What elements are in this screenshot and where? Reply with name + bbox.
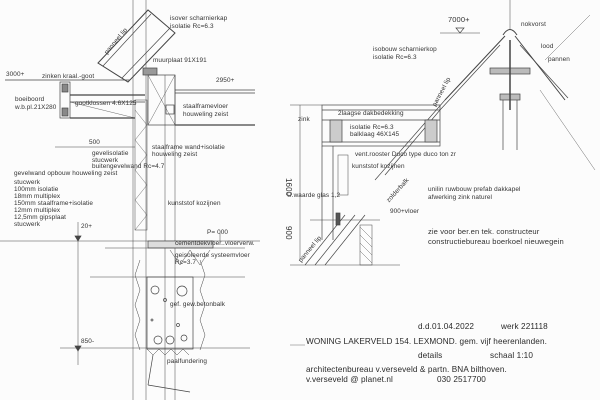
gutter-blocks-label: gootklossen 4.6X125 [75,100,137,107]
wall-layer: 12mm multiplex [14,207,61,214]
screed-label: cementdekvloer..vloerverw. [175,240,255,247]
drawing-scale: schaal 1:10 [490,351,533,360]
architect-name: architectenbureau v.verseveld & partn. B… [306,365,507,374]
wall-supplier-label: houweling zeist [152,151,198,158]
dormer-label: unilin ruwbouw prefab dakkapel [428,186,521,193]
level-3000-label: 3000+ [6,71,25,78]
left-section-drawing [0,0,260,400]
vent-label: vent.rooster Duco type duco ton zr [355,151,457,158]
level-p-label: P= 000 [207,229,229,236]
wall-layer: 12,5mm gipsplaat [14,214,67,221]
wall-layer: 100mm isolatie [14,186,59,193]
wall-buildup-title: gevelwand opbouw houweling zeist [14,170,118,177]
floor-supplier-label: houweling zeist [183,111,229,118]
insulation-label: isolatie Rc=6.3 [350,124,394,131]
roof-hinge-label: isover scharnierkap [170,15,228,22]
system-floor-label: geisoleerde systeemvloer [175,252,250,259]
wall-layer: 150mm staalframe+isolatie [14,200,94,207]
wall-layer: 18mm multiplex [14,193,61,200]
stucco-label: stucwerk [92,157,119,164]
right-section-drawing [290,0,596,266]
wall-layer: stucwerk [14,179,41,186]
architect-email: v.verseveld @ planet.nl [306,375,393,384]
roof-hinge-insulation-label: isolatie Rc=6.3 [170,23,214,30]
lead-label: lood [541,43,554,50]
dimension-500: 500 [89,139,100,146]
system-floor-rc-label: Rc=3.7 [175,259,197,266]
job-number: werk 221118 [501,322,548,331]
project-name: WONING LAKERVELD 154. LEXMOND. gem. vijf… [306,337,547,346]
wall-plate-label: muurplaat 91X191 [153,57,207,64]
floor-label: staalframevloer [183,103,229,110]
level-850-label: 850- [81,338,95,345]
window-frames-label: kunststof kozijnen [168,200,221,207]
fascia-label: boeiboord [15,96,45,103]
level-20-label: 20+ [81,223,93,230]
dimension-900: 900 [284,226,293,240]
drawing-subject: details [418,351,443,360]
architect-phone: 030 2517700 [437,375,486,384]
fascia-spec-label: w.b.pl.21X280 [15,104,57,111]
window-frames-label-right: kunststof kozijnen [352,163,405,170]
floor-level-label: 900+vloer [390,208,420,215]
outer-wall-label: buitengevelwand Rc=4.7 [92,163,165,170]
beam-label: gef. gew.betonbalk [170,301,226,308]
roofing-label: 2laagse dakbedekking [338,110,404,117]
joists-label: balklaag 46X145 [350,131,400,138]
level-7000-label: 7000+ [448,15,470,24]
roof-hinge-insulation-label-right: isolatie Rc=6.3 [373,54,417,61]
tiles-label: pannen [548,56,570,63]
zinc-label: zink [298,116,310,123]
roof-hinge-label-right: isobouw scharnierkop [373,46,437,53]
structural-note-2: constructiebureau boerkoel nieuwegein [428,237,564,246]
gutter-label: zinken kraal.-goot [42,73,95,80]
level-2950-label: 2950+ [216,77,235,84]
ridge-label: nokvorst [521,21,546,28]
drawing-date: d.d.01.04.2022 [418,322,475,331]
glass-label: U.waarde glas 1,2 [287,192,341,199]
wall-label: staalframe wand+isolatie [152,144,225,151]
facade-insulation-label: gevelisolatie [92,150,129,157]
structural-note-1: zie voor ber.en tek. constructeur [428,227,540,236]
wall-layer: stucwerk [14,221,41,228]
foundation-label: paalfundering [167,358,208,365]
dormer-finish-label: afwerking zink naturel [428,194,493,201]
